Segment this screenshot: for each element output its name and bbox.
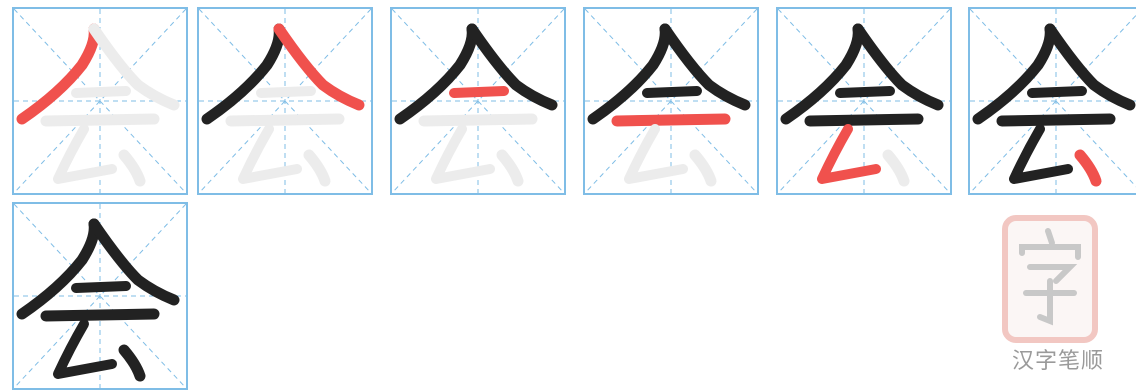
- stroke-5: [624, 124, 688, 184]
- stroke-3: [835, 86, 895, 98]
- guide-line: [14, 204, 186, 388]
- stroke-step-3: [390, 7, 566, 195]
- watermark: 汉字笔顺: [988, 205, 1128, 385]
- stroke-1: [16, 218, 100, 320]
- stroke-step-6: [968, 7, 1136, 195]
- stroke-1: [16, 23, 100, 125]
- guide-line: [199, 9, 371, 193]
- stroke-6: [118, 149, 146, 187]
- stroke-grid: [970, 9, 1136, 193]
- stroke-1: [972, 23, 1056, 125]
- stroke-1: [201, 23, 285, 125]
- guide-line: [14, 204, 186, 388]
- stroke-1: [587, 23, 671, 125]
- stroke-3: [449, 86, 509, 98]
- stroke-6: [496, 149, 524, 187]
- stroke-6: [689, 149, 717, 187]
- stroke-4: [40, 308, 160, 322]
- stroke-2: [659, 23, 751, 111]
- stroke-grid: [14, 204, 186, 388]
- stroke-4: [418, 113, 538, 127]
- guide-line: [199, 9, 371, 193]
- stroke-4: [996, 113, 1116, 127]
- stroke-4: [40, 113, 160, 127]
- stroke-1: [394, 23, 478, 125]
- stroke-step-2: [197, 7, 373, 195]
- stroke-5: [53, 124, 117, 184]
- stroke-3: [642, 86, 702, 98]
- stroke-4: [611, 113, 731, 127]
- stroke-5: [817, 124, 881, 184]
- stroke-grid: [14, 9, 186, 193]
- guide-line: [392, 9, 564, 193]
- stroke-4: [804, 113, 924, 127]
- stroke-2: [466, 23, 558, 111]
- guide-line: [778, 9, 950, 193]
- seal-icon: [1002, 215, 1098, 343]
- stroke-grid: [199, 9, 371, 193]
- guide-line: [14, 9, 186, 193]
- stroke-3: [256, 86, 316, 98]
- stroke-step-4: [583, 7, 759, 195]
- stroke-2: [88, 23, 180, 111]
- stroke-1: [780, 23, 864, 125]
- seal-glyph: [1019, 228, 1081, 326]
- stroke-grid: [392, 9, 564, 193]
- guide-line: [778, 9, 950, 193]
- stroke-2: [1044, 23, 1136, 111]
- stroke-5: [53, 319, 117, 379]
- stroke-6: [303, 149, 331, 187]
- stroke-2: [273, 23, 365, 111]
- stroke-step-7: [12, 202, 188, 390]
- stroke-5: [431, 124, 495, 184]
- stroke-3: [71, 86, 131, 98]
- stroke-grid: [778, 9, 950, 193]
- guide-line: [970, 9, 1136, 188]
- stroke-grid: [585, 9, 757, 193]
- guide-line: [585, 9, 757, 193]
- stroke-3: [1027, 86, 1087, 98]
- stroke-6: [118, 344, 146, 382]
- stroke-5: [238, 124, 302, 184]
- stroke-2: [852, 23, 944, 111]
- guide-line: [585, 9, 757, 193]
- stroke-6: [1074, 149, 1102, 187]
- stroke-4: [225, 113, 345, 127]
- stroke-3: [71, 281, 131, 293]
- stroke-2: [88, 218, 180, 306]
- stroke-5: [1009, 124, 1073, 184]
- stroke-step-5: [776, 7, 952, 195]
- stroke-step-1: [12, 7, 188, 195]
- stroke-6: [882, 149, 910, 187]
- guide-line: [14, 9, 186, 193]
- guide-line: [392, 9, 564, 193]
- brand-label: 汉字笔顺: [1011, 349, 1104, 374]
- guide-line: [970, 14, 1136, 193]
